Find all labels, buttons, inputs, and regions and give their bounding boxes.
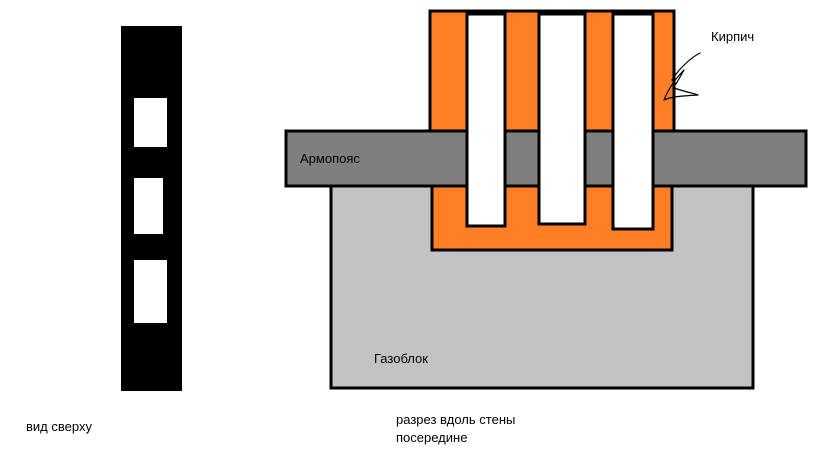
section-caption-line2: посередине <box>396 430 468 445</box>
top-view-void-3 <box>134 260 167 323</box>
brick-core-3 <box>611 12 655 231</box>
brick-core-1 <box>465 12 507 228</box>
top-view-void-2 <box>134 178 163 234</box>
top-view-void-1 <box>134 98 167 147</box>
brick-core-2 <box>537 12 587 226</box>
gazoblok-label: Газоблок <box>374 351 428 366</box>
section-caption-line1: разрез вдоль стены <box>396 412 516 427</box>
top-view-caption: вид сверху <box>26 419 92 434</box>
armopoyas-label: Армопояс <box>300 151 360 166</box>
brick-pointer-arrow <box>663 52 701 101</box>
brick-label: Кирпич <box>711 29 755 44</box>
top-view-strip <box>121 26 182 391</box>
